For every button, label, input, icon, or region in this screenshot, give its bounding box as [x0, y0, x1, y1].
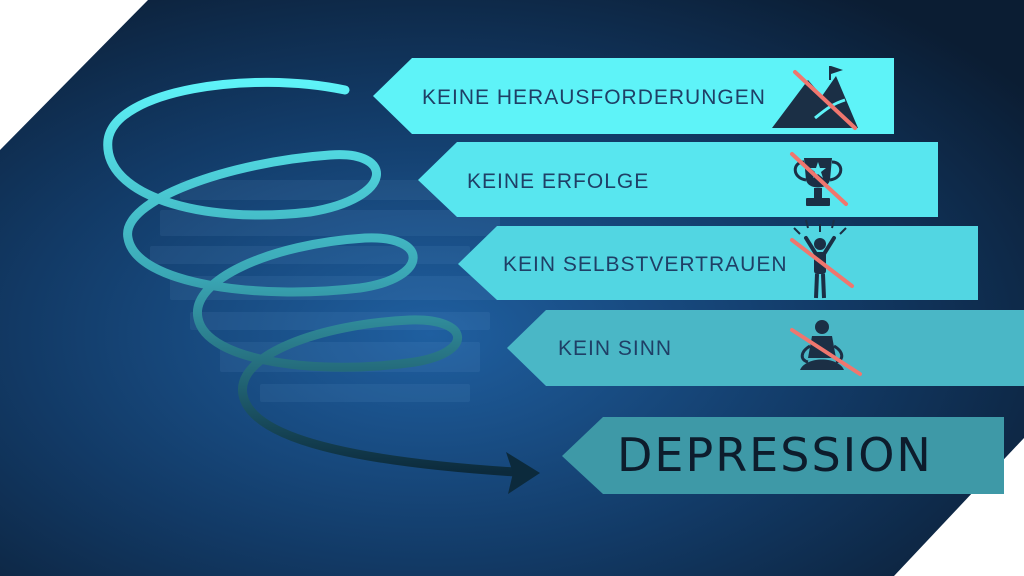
step-label-3: KEIN SELBSTVERTRAUEN	[503, 253, 788, 276]
spiral-arrowhead	[506, 452, 540, 494]
cross-line-1	[793, 70, 857, 130]
cross-line-3	[790, 238, 854, 288]
banner-step-1	[373, 58, 894, 134]
cross-line-4	[790, 328, 862, 376]
step-label-2: KEINE ERFOLGE	[467, 170, 650, 193]
banner-step-4	[507, 310, 1024, 386]
trophy-icon	[793, 158, 843, 206]
result-label: DEPRESSION	[617, 428, 933, 482]
mountain-flag-icon	[772, 66, 858, 128]
cross-line-2	[790, 152, 848, 206]
downward-spiral	[103, 77, 520, 477]
banner-result	[562, 417, 1004, 494]
step-label-1: KEINE HERAUSFORDERUNGEN	[422, 86, 766, 109]
step-label-4: KEIN SINN	[558, 337, 673, 360]
